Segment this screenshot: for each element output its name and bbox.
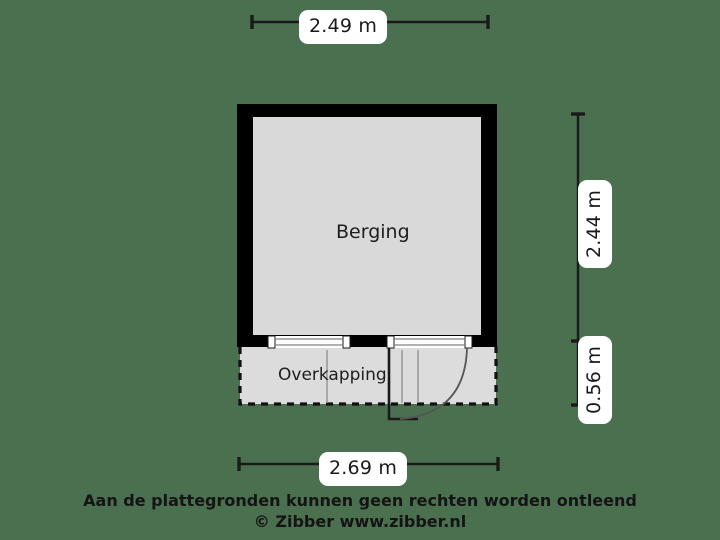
room-label-berging: Berging [336,221,410,243]
dimension-label-right-lower: 0.56 m [578,335,613,425]
room-berging [237,104,497,347]
room-label-overkapping: Overkapping [278,365,387,385]
door-swing [387,347,468,421]
footer-disclaimer: Aan de plattegronden kunnen geen rechten… [0,490,720,532]
window-right [386,335,473,349]
window-left [267,335,351,349]
dimension-label-right-upper: 2.44 m [578,179,613,269]
footer-line-2: © Zibber www.zibber.nl [253,512,467,531]
dimension-label-bottom: 2.69 m [319,452,408,486]
footer-line-1: Aan de plattegronden kunnen geen rechten… [83,491,637,510]
dimension-label-top: 2.49 m [299,10,388,44]
